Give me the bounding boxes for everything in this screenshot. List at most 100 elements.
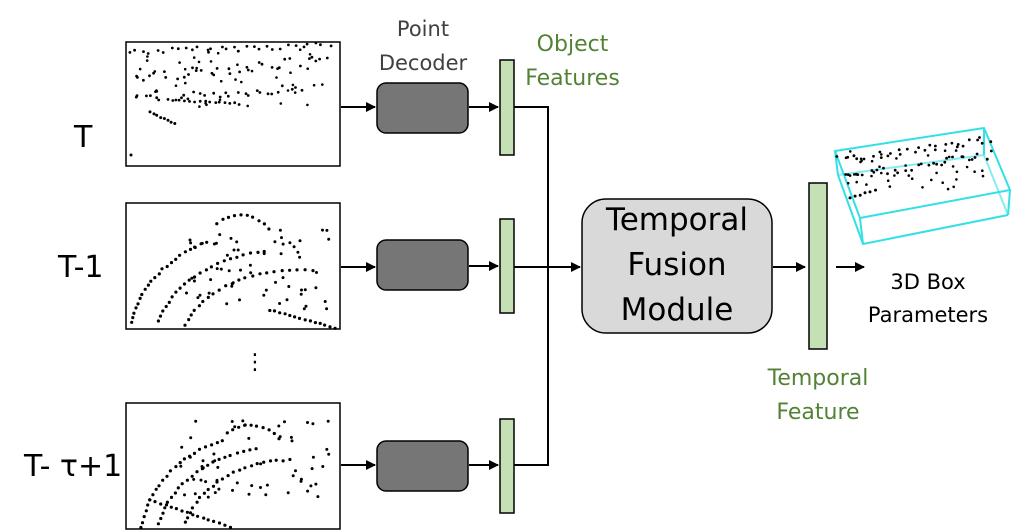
lidar-point	[218, 98, 222, 102]
lidar-point	[142, 515, 146, 519]
point-decoder-t	[376, 82, 469, 134]
lidar-point	[191, 513, 195, 517]
lidar-point	[262, 293, 266, 297]
lidar-point	[158, 314, 163, 318]
lidar-point	[973, 156, 977, 159]
lidar-point	[226, 474, 230, 478]
lidar-point	[880, 153, 883, 156]
lidar-point	[201, 459, 205, 463]
lidar-point	[193, 245, 196, 249]
lidar-point	[237, 278, 241, 282]
lidar-point	[280, 269, 284, 273]
lidar-point	[138, 67, 142, 71]
lidar-point	[146, 52, 150, 55]
temporal-feature-label: Temporal Feature	[767, 366, 869, 425]
lidar-point	[142, 50, 145, 53]
lidar-point	[928, 143, 932, 147]
lidar-point	[882, 166, 885, 170]
lidar-point	[213, 491, 217, 495]
lidar-point	[223, 455, 227, 459]
lidar-point	[264, 288, 268, 292]
lidar-point	[313, 321, 317, 325]
lidar-point	[940, 163, 943, 167]
lidar-point	[955, 170, 959, 174]
lidar-point	[305, 42, 309, 46]
lidar-point	[166, 98, 170, 101]
lidar-point	[927, 163, 931, 167]
connector-feature-t-tau	[514, 267, 549, 466]
lidar-point	[204, 99, 208, 103]
lidar-point	[288, 241, 292, 245]
lidar-point	[140, 521, 145, 525]
lidar-point	[227, 67, 231, 71]
lidar-point	[325, 307, 329, 311]
lidar-point	[195, 470, 199, 474]
lidar-point	[231, 281, 235, 285]
lidar-point	[226, 215, 231, 219]
lidar-point	[233, 425, 237, 429]
lidar-point	[169, 505, 173, 509]
lidar-point	[227, 269, 231, 273]
lidar-point	[192, 279, 196, 283]
lidar-point	[217, 457, 221, 461]
lidar-point	[176, 47, 180, 51]
temporal-fusion-label: Temporal Fusion Module	[606, 202, 748, 328]
frame-label-t-1: T-1	[58, 250, 104, 285]
lidar-point	[215, 222, 219, 226]
lidar-point	[179, 464, 183, 468]
lidar-point	[870, 174, 873, 178]
lidar-point	[195, 45, 199, 49]
lidar-point	[248, 251, 253, 255]
lidar-point	[309, 484, 313, 488]
lidar-point	[311, 422, 315, 426]
lidar-point	[148, 74, 151, 78]
lidar-point	[299, 477, 303, 481]
lidar-point	[315, 271, 318, 274]
lidar-point	[248, 263, 252, 267]
lidar-point	[236, 91, 240, 94]
point-cloud-t-1	[130, 213, 337, 330]
lidar-point	[178, 286, 182, 290]
lidar-point	[206, 48, 210, 52]
lidar-point	[238, 298, 241, 302]
lidar-point	[262, 249, 266, 254]
lidar-point	[300, 288, 303, 292]
lidar-point	[216, 465, 220, 469]
lidar-point	[898, 153, 902, 156]
lidar-point	[178, 461, 182, 465]
lidar-point	[231, 488, 234, 492]
lidar-point	[967, 138, 971, 142]
lidar-point	[166, 118, 170, 122]
lidar-point	[289, 435, 293, 439]
lidar-point	[879, 156, 883, 160]
lidar-point	[314, 286, 318, 290]
lidar-point	[217, 521, 222, 525]
lidar-point	[256, 250, 260, 254]
lidar-point	[952, 185, 955, 189]
lidar-point	[197, 304, 201, 308]
lidar-point	[278, 228, 282, 232]
lidar-point	[886, 172, 889, 176]
lidar-point	[295, 268, 299, 272]
lidar-point	[950, 141, 954, 145]
lidar-point	[206, 495, 210, 499]
lidar-point	[163, 70, 166, 73]
lidar-point	[259, 462, 263, 466]
lidar-point	[146, 283, 150, 287]
lidar-point	[965, 165, 969, 169]
lidar-point	[215, 441, 219, 445]
lidar-point	[171, 99, 175, 102]
lidar-point	[294, 86, 297, 89]
lidar-point	[981, 169, 984, 172]
lidar-point	[848, 196, 852, 200]
lidar-point	[182, 75, 186, 79]
lidar-point	[192, 308, 196, 312]
lidar-point	[240, 80, 243, 84]
lidar-point	[326, 419, 330, 423]
lidar-point	[233, 45, 236, 49]
lidar-point	[275, 76, 278, 79]
lidar-point	[863, 191, 867, 195]
lidar-point	[880, 171, 883, 175]
lidar-point	[280, 236, 283, 240]
